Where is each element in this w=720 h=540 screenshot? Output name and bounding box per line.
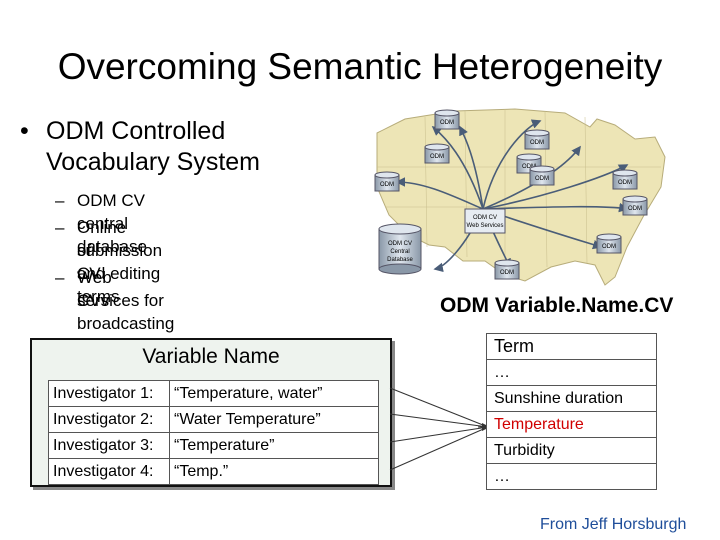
variable-name-cell: “Temp.” <box>169 458 379 485</box>
sub-bullet-text: of CV terms <box>77 241 120 306</box>
slide-title: Overcoming Semantic Heterogeneity <box>57 46 663 87</box>
odm-node: ODM <box>494 259 520 280</box>
odm-node-label: ODM <box>530 140 544 146</box>
odm-node: ODM <box>622 195 648 216</box>
odm-node: ODM <box>612 169 638 190</box>
main-bullet-text: ODM Controlled Vocabulary System <box>46 117 260 176</box>
sub-bullet-marker: – <box>55 191 65 210</box>
odm-node-label: ODM <box>602 244 616 250</box>
odm-node-label: ODM <box>628 206 642 212</box>
state-borders <box>377 109 661 277</box>
term-cell-highlighted: Temperature <box>486 411 657 438</box>
investigator-cell: Investigator 1: <box>48 380 170 407</box>
sub-bullet-text: Online submission and editing <box>77 218 163 283</box>
odm-cv-term-table: Term … Sunshine duration Temperature Tur… <box>486 333 657 490</box>
odm-node-label: ODM <box>500 270 514 276</box>
sub-bullet-text: CVs <box>77 291 110 310</box>
variable-name-title: Variable Name <box>142 345 280 368</box>
variable-name-cell: “Temperature” <box>169 432 379 459</box>
central-database: ODM CV Central Database <box>378 223 422 275</box>
odm-node-label: ODM <box>430 154 444 160</box>
term-header: Term <box>486 333 657 360</box>
svg-text:Database: Database <box>387 257 413 263</box>
svg-text:ODM CV: ODM CV <box>388 241 412 247</box>
mapping-line <box>389 426 489 443</box>
term-cell: Turbidity <box>486 437 657 464</box>
table-row: … <box>486 463 657 490</box>
variable-name-cell: “Water Temperature” <box>169 406 379 433</box>
investigator-cell: Investigator 3: <box>48 432 170 459</box>
svg-text:Web Services: Web Services <box>467 223 504 229</box>
mapping-line <box>389 413 489 428</box>
variable-name-box: Variable Name Investigator 1: “Temperatu… <box>30 338 392 487</box>
table-row: Investigator 3: “Temperature” <box>48 432 379 459</box>
term-cell: … <box>486 359 657 386</box>
table-row: Investigator 4: “Temp.” <box>48 458 379 485</box>
credit-text: From Jeff Horsburgh <box>540 516 687 533</box>
term-cell: Sunshine duration <box>486 385 657 412</box>
investigator-cell: Investigator 4: <box>48 458 170 485</box>
us-map-diagram: ODM CV Central Database ODM CV Web Servi… <box>374 108 666 286</box>
odm-node-label: ODM <box>440 120 454 126</box>
odm-node: ODM <box>529 165 555 186</box>
sub-bullet-text: ODM CV central database <box>77 191 147 256</box>
variable-name-table: Investigator 1: “Temperature, water” Inv… <box>48 380 379 485</box>
odm-node: ODM <box>374 171 400 192</box>
sub-bullet-marker: – <box>55 218 65 237</box>
table-row: … <box>486 359 657 386</box>
table-row: Turbidity <box>486 437 657 464</box>
table-row: Temperature <box>486 411 657 438</box>
web-services-box: ODM CV Web Services <box>464 208 506 234</box>
odm-node-label: ODM <box>380 182 394 188</box>
odm-node-label: ODM <box>618 180 632 186</box>
svg-text:ODM CV: ODM CV <box>473 215 497 221</box>
bullet-marker: • <box>20 117 29 145</box>
table-row: Investigator 2: “Water Temperature” <box>48 406 379 433</box>
variable-name-cell: “Temperature, water” <box>169 380 379 407</box>
odm-node: ODM <box>424 143 450 164</box>
odm-node: ODM <box>524 129 550 150</box>
sub-bullet-text: Web services for broadcasting <box>77 268 175 333</box>
term-cell: … <box>486 463 657 490</box>
odm-node: ODM <box>434 109 460 130</box>
odm-node: ODM <box>596 233 622 254</box>
table-row: Investigator 1: “Temperature, water” <box>48 380 379 407</box>
mapping-line <box>389 426 489 471</box>
odm-cv-title: ODM Variable.Name.CV <box>440 294 674 317</box>
mapping-line <box>389 387 489 428</box>
sub-bullet-marker: – <box>55 268 65 287</box>
odm-node-label: ODM <box>522 164 536 170</box>
investigator-cell: Investigator 2: <box>48 406 170 433</box>
svg-text:Central: Central <box>390 249 409 255</box>
table-row: Term <box>486 333 657 360</box>
odm-node-label: ODM <box>535 176 549 182</box>
table-row: Sunshine duration <box>486 385 657 412</box>
mapping-arrows <box>389 387 490 471</box>
